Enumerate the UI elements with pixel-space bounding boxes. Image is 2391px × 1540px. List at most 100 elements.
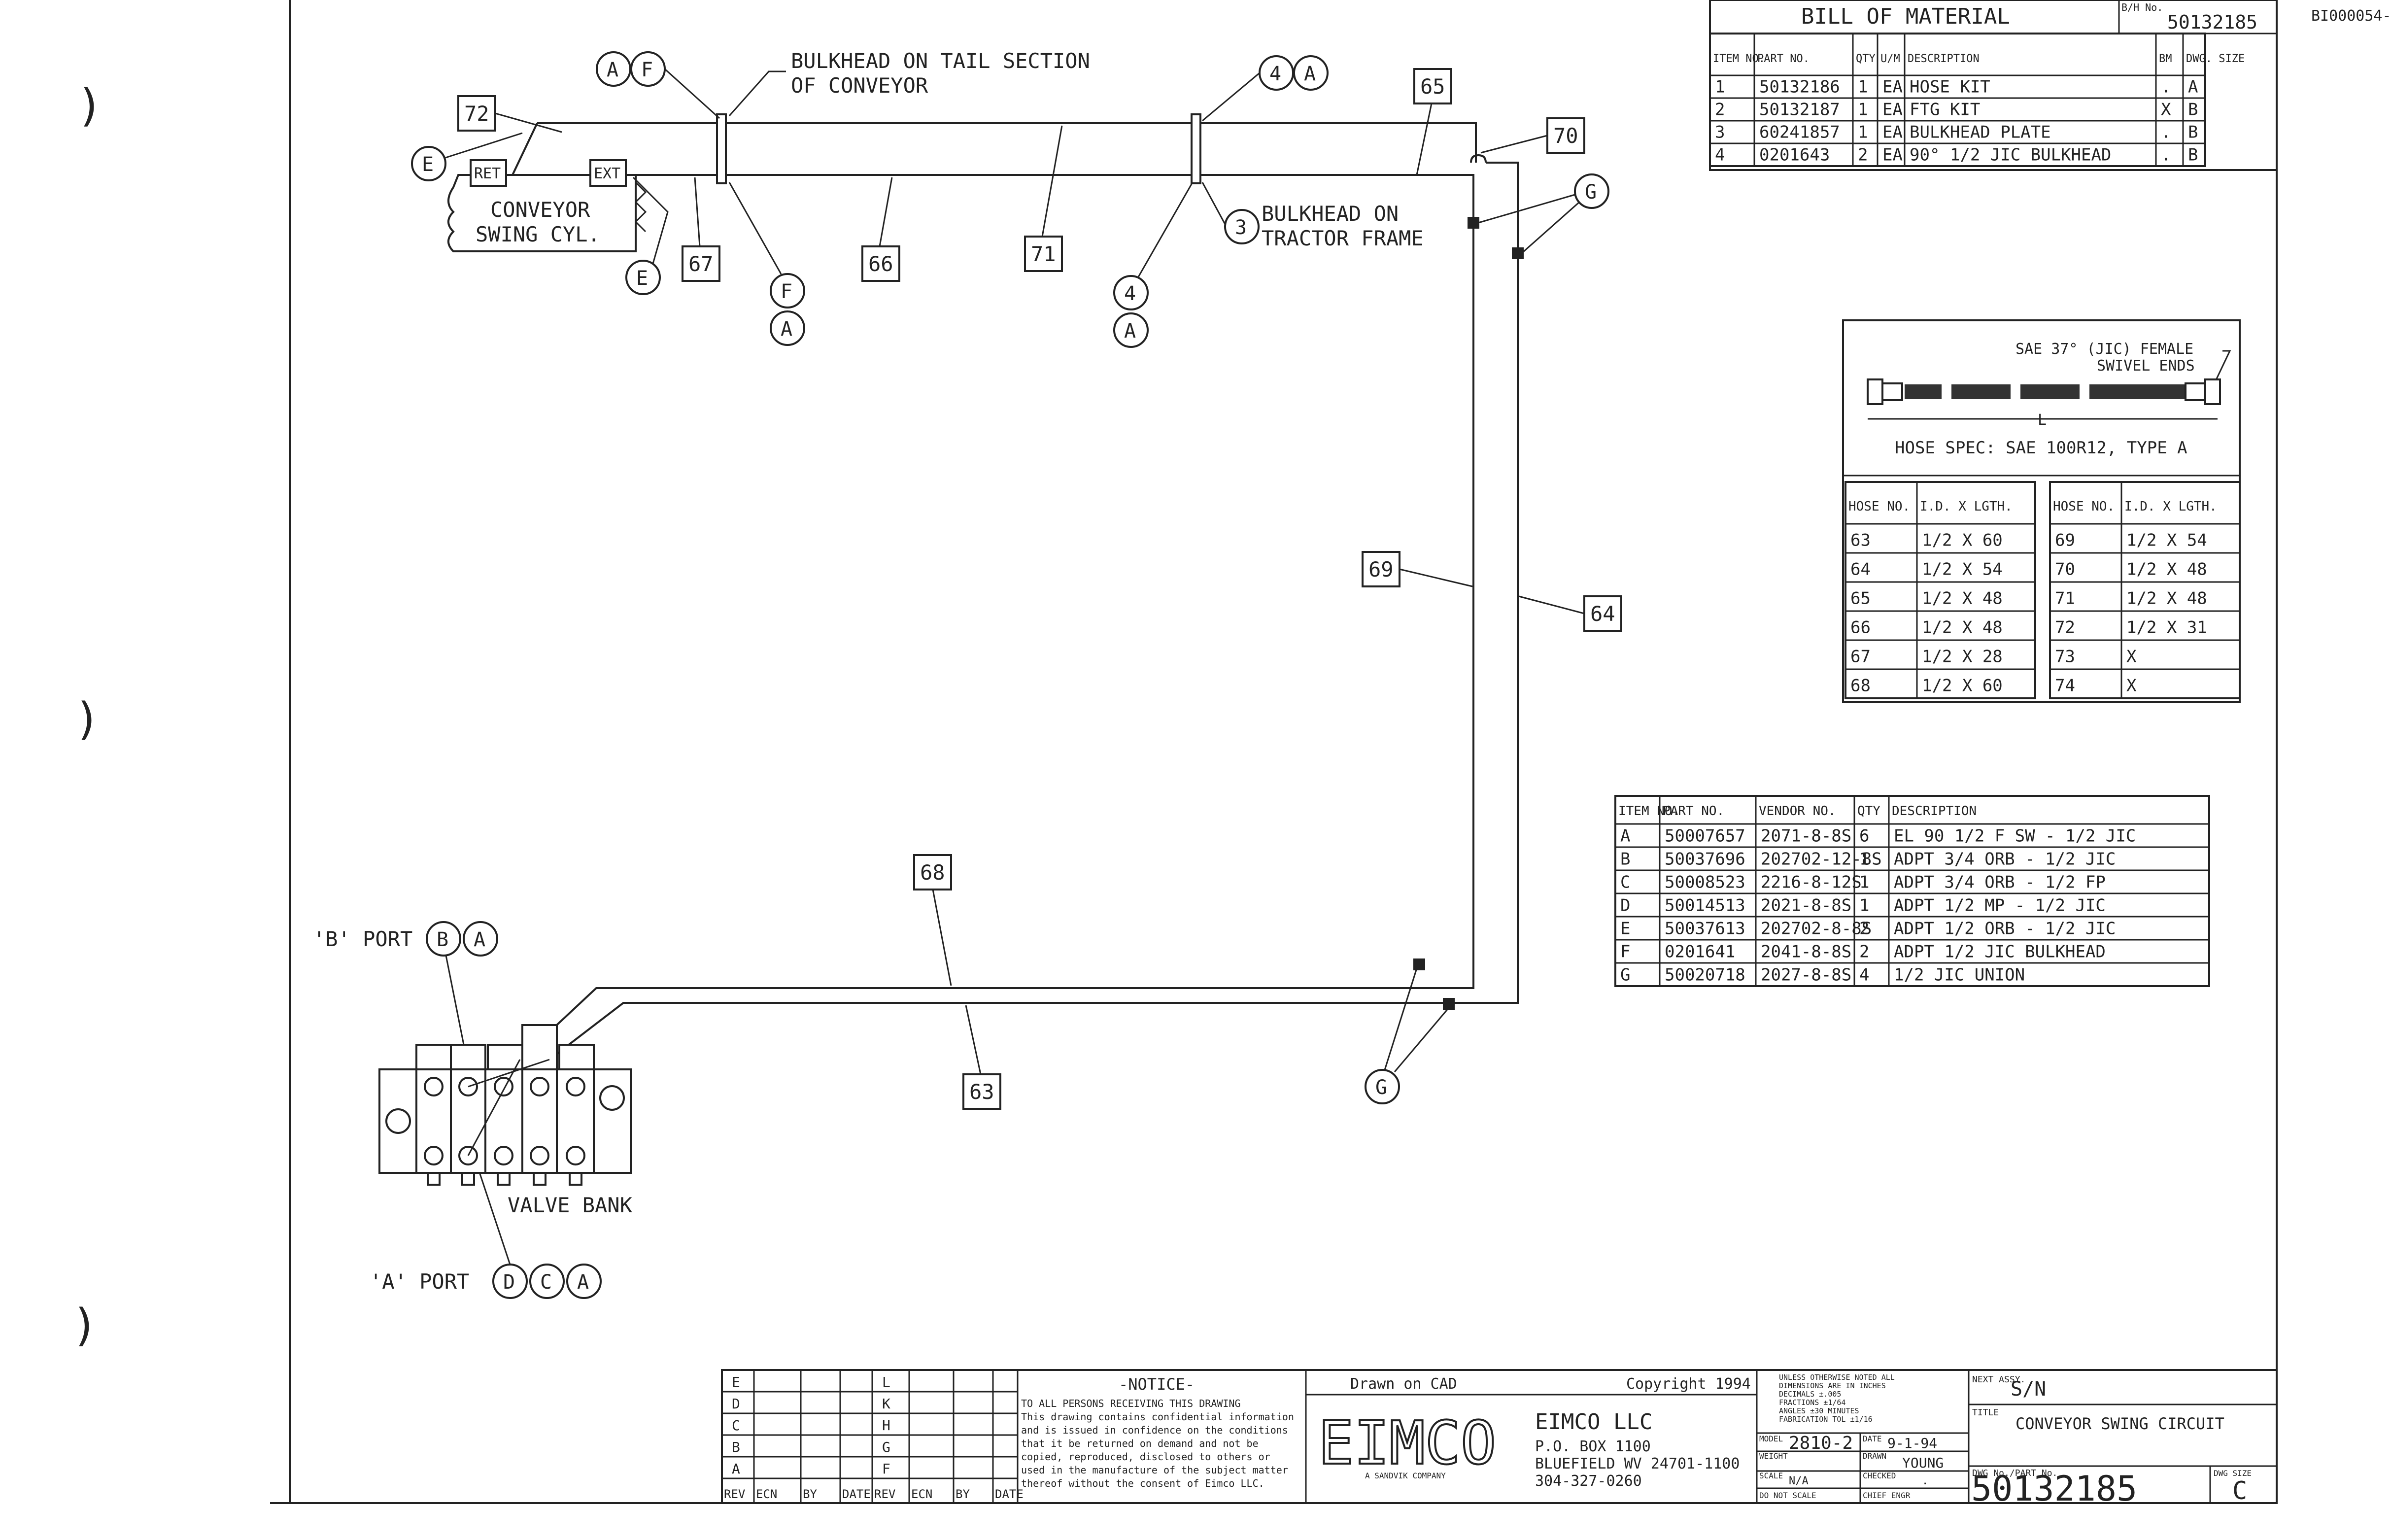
hose-tag-66: 66 — [868, 252, 893, 276]
hose-left-cell: 1/2 X 28 — [1922, 647, 2003, 666]
valve-bank-label: VALVE BANK — [508, 1193, 633, 1217]
bubble-4-lower: 4 — [1124, 282, 1136, 305]
fittings-cell: 1 — [1859, 895, 1869, 915]
tolerance-line: UNLESS OTHERWISE NOTED ALL — [1779, 1373, 1895, 1382]
bom-cell: EA — [1882, 77, 1903, 97]
bom-cell: 1 — [1858, 77, 1868, 97]
document-ref: BI000054-00 — [2311, 7, 2391, 25]
bubble-b-port: B — [437, 928, 448, 951]
hose-spec-table: SAE 37° (JIC) FEMALE SWIVEL ENDS L HOSE … — [1842, 319, 2241, 703]
fittings-cell: A — [1620, 826, 1630, 846]
conveyor-swing-cylinder: RET EXT CONVEYOR SWING CYL. — [447, 159, 647, 252]
chief-engr-label: CHIEF ENGR — [1863, 1491, 1911, 1500]
bubble-g-lower: G — [1375, 1076, 1387, 1099]
hose-tag-70: 70 — [1553, 124, 1578, 148]
bom-cell: HOSE KIT — [1910, 77, 1990, 97]
hose-right-cell: 1/2 X 48 — [2126, 559, 2207, 579]
fittings-header: PART NO. — [1663, 804, 1724, 819]
bom-cell: 50132186 — [1759, 77, 1840, 97]
bubble-a-top: A — [1304, 63, 1316, 85]
binder-mark-top: ) — [76, 80, 103, 132]
title-label: TITLE — [1972, 1407, 1999, 1418]
fittings-cell: 50007657 — [1665, 826, 1745, 846]
bom-cell: A — [2188, 77, 2198, 97]
bulkhead-tail-label-2: OF CONVEYOR — [791, 73, 928, 98]
bom-title: BILL OF MATERIAL — [1801, 4, 2010, 29]
fittings-cell: 1/2 JIC UNION — [1894, 965, 2025, 985]
bom-cell: BULKHEAD PLATE — [1910, 123, 2051, 142]
fittings-cell: 2071-8-8S — [1761, 826, 1851, 846]
fittings-cell: EL 90 1/2 F SW - 1/2 JIC — [1894, 826, 2136, 846]
cylinder-label-2: SWING CYL. — [476, 222, 600, 246]
notice-line: and is issued in confidence on the condi… — [1021, 1424, 1288, 1436]
eimco-logo: EIMCO A SANDVIK COMPANY — [1317, 1408, 1497, 1480]
rev-left-letter: A — [732, 1461, 740, 1477]
weight-label: WEIGHT — [1759, 1451, 1788, 1461]
fittings-cell: F — [1620, 942, 1630, 961]
drawn-on-cad: Drawn on CAD — [1350, 1375, 1457, 1393]
b-port-label: 'B' PORT — [313, 927, 412, 951]
bom-cell: 3 — [1715, 123, 1725, 142]
bulkhead-tail-label-1: BULKHEAD ON TAIL SECTION — [791, 49, 1090, 73]
fittings-cell: 202702-12-8S — [1761, 849, 1882, 869]
bom-header: QTY — [1856, 53, 1876, 65]
drawn-label: DRAWN — [1863, 1451, 1886, 1461]
valve-bank: VALVE BANK — [378, 1024, 633, 1217]
hose-left-header: HOSE NO. — [1848, 499, 1910, 514]
scale-label: SCALE — [1759, 1471, 1783, 1480]
bom-cell: 1 — [1858, 100, 1868, 120]
hose-right-cell: 73 — [2055, 647, 2075, 666]
tolerance-line: DECIMALS ±.005 — [1779, 1390, 1841, 1399]
tolerance-line: FABRICATION TOL ±1/16 — [1779, 1415, 1873, 1424]
rev-header: ECN — [756, 1487, 777, 1501]
bom-cell: B — [2188, 123, 2198, 142]
bom-cell: 1 — [1715, 77, 1725, 97]
hose-left-cell: 1/2 X 60 — [1922, 676, 2003, 695]
rev-header: BY — [803, 1487, 817, 1501]
fittings-cell: 50020718 — [1665, 965, 1745, 985]
fittings-cell: 50008523 — [1665, 872, 1745, 892]
hose-end-spec-1: SAE 37° (JIC) FEMALE — [2015, 341, 2193, 358]
hose-tag-63: 63 — [969, 1080, 994, 1104]
fittings-cell: C — [1620, 872, 1630, 892]
fittings-cell: ADPT 1/2 JIC BULKHEAD — [1894, 942, 2106, 961]
hose-left-cell: 1/2 X 60 — [1922, 530, 2003, 550]
dwg-no-label: DWG No./PART No. — [1972, 1468, 2057, 1478]
rev-left-letter: B — [732, 1439, 740, 1455]
bom-cell: FTG KIT — [1910, 100, 1980, 120]
hose-tag-67: 67 — [688, 252, 714, 276]
logo-text: EIMCO — [1318, 1409, 1496, 1478]
hose-left-cell: 65 — [1850, 588, 1871, 608]
hose-tag-65: 65 — [1420, 74, 1445, 99]
fittings-cell: E — [1620, 919, 1630, 938]
hose-left-cell: 68 — [1850, 676, 1871, 695]
fittings-cell: 2027-8-8S — [1761, 965, 1851, 985]
fittings-cell: 2 — [1859, 919, 1869, 938]
fittings-cell: 2216-8-12S — [1761, 872, 1862, 892]
date-value: 9-1-94 — [1887, 1435, 1937, 1451]
ret-port-label: RET — [474, 165, 501, 182]
bom-header: DWG. SIZE — [2186, 53, 2245, 65]
hose-tag-69: 69 — [1368, 557, 1394, 582]
bom-cell: 90° 1/2 JIC BULKHEAD — [1910, 145, 2111, 165]
do-not-scale: DO NOT SCALE — [1759, 1491, 1816, 1500]
scale-value: N/A — [1789, 1475, 1809, 1487]
hose-left-cell: 1/2 X 54 — [1922, 559, 2003, 579]
bom-cell: 2 — [1858, 145, 1868, 165]
bom-cell: 0201643 — [1759, 145, 1830, 165]
bom-header: U/M — [1880, 53, 1900, 65]
bubble-d-aport: D — [503, 1271, 515, 1294]
bubble-a-lower: A — [1124, 320, 1136, 342]
bom-cell: X — [2161, 100, 2171, 120]
notice-line: thereof without the consent of Eimco LLC… — [1021, 1477, 1264, 1489]
tolerance-line: FRACTIONS ±1/64 — [1779, 1398, 1845, 1407]
bom-cell: . — [2161, 77, 2171, 97]
bom-cell: EA — [1882, 123, 1903, 142]
hose-assembly-sketch — [1867, 378, 2221, 405]
hose-right-cell: 74 — [2055, 676, 2075, 695]
rev-header: ECN — [911, 1487, 932, 1501]
hose-end-spec-2: SWIVEL ENDS — [2097, 357, 2195, 375]
logo-subtext: A SANDVIK COMPANY — [1365, 1471, 1446, 1480]
fittings-header: QTY — [1857, 804, 1880, 819]
